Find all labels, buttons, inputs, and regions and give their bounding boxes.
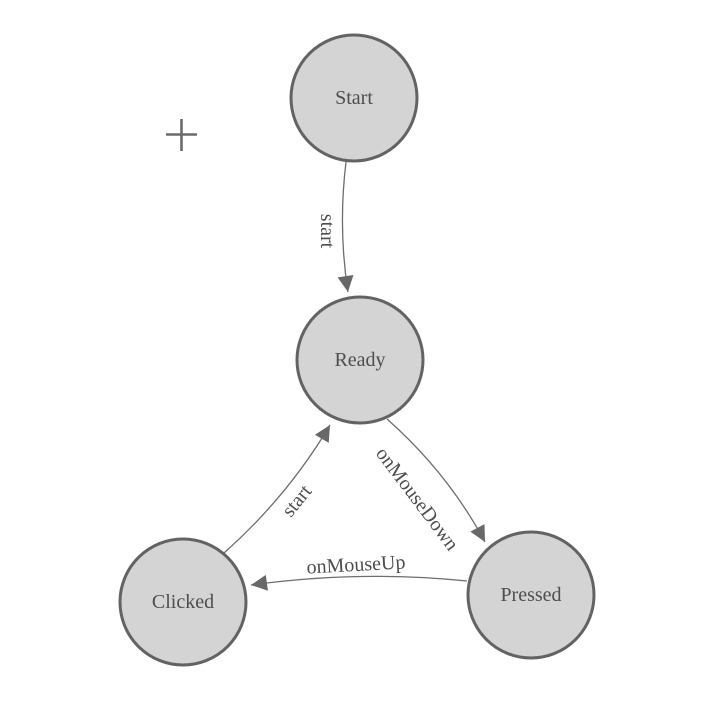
edge-start-to-ready[interactable]: start <box>316 161 354 293</box>
edge-ready-to-pressed[interactable]: onMouseDown <box>371 418 486 555</box>
node-clicked-circle[interactable] <box>118 537 248 667</box>
edge-label-onmousedown: onMouseDown <box>371 443 463 555</box>
node-pressed-circle[interactable] <box>466 530 596 660</box>
node-ready-circle[interactable] <box>295 295 425 425</box>
node-ready-label: Ready <box>334 349 385 371</box>
node-ready[interactable]: Ready <box>295 295 425 425</box>
node-start[interactable]: Start <box>289 33 419 163</box>
node-clicked-label: Clicked <box>152 591 214 613</box>
edge-ready-to-pressed-path[interactable] <box>386 418 486 543</box>
edge-label-onmouseup: onMouseUp <box>306 551 406 578</box>
edge-label-start-down: start <box>316 214 338 249</box>
edge-start-to-ready-path[interactable] <box>337 161 354 293</box>
edge-clicked-to-ready-path[interactable] <box>223 424 331 554</box>
edge-pressed-to-clicked[interactable]: onMouseUp <box>250 551 468 591</box>
edge-clicked-to-ready[interactable]: start <box>223 424 331 554</box>
node-start-label: Start <box>335 87 373 109</box>
node-clicked[interactable]: Clicked <box>118 537 248 667</box>
node-pressed-label: Pressed <box>500 584 561 606</box>
node-start-circle[interactable] <box>289 33 419 163</box>
node-pressed[interactable]: Pressed <box>466 530 596 660</box>
edge-pressed-to-clicked-path[interactable] <box>250 574 468 591</box>
plus-icon[interactable] <box>166 119 197 151</box>
edge-label-start-diagonal: start <box>278 480 317 521</box>
